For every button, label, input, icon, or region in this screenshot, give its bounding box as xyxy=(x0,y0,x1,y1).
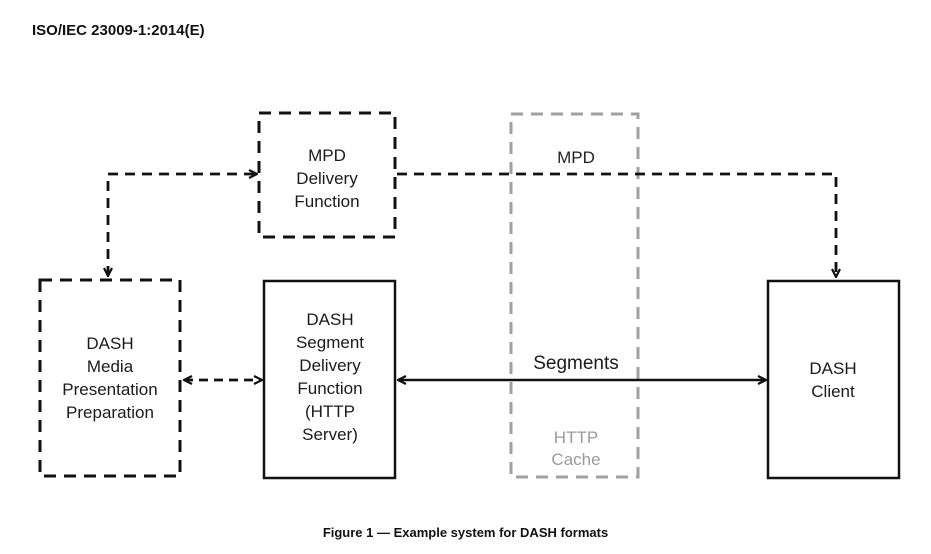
dash-client-label-2: Client xyxy=(811,382,855,401)
media-prep-label-3: Presentation xyxy=(62,380,157,399)
edge-mpd-to-client xyxy=(397,172,836,277)
http-cache-label-1: HTTP xyxy=(554,428,598,447)
media-prep-box xyxy=(38,278,182,478)
segment-delivery-label-4: Function xyxy=(297,379,362,398)
segments-label: Segments xyxy=(533,353,619,374)
figure-caption: Figure 1 — Example system for DASH forma… xyxy=(322,525,609,540)
segment-delivery-label-2: Segment xyxy=(296,333,364,352)
segments-label-bg xyxy=(522,352,628,374)
segment-delivery-label-1: DASH xyxy=(306,310,353,329)
mpd-delivery-label-2: Delivery xyxy=(296,169,358,188)
dash-client-box xyxy=(766,279,901,480)
http-cache-box xyxy=(509,112,640,479)
http-cache-mpd-label: MPD xyxy=(557,148,595,167)
mpd-delivery-label-1: MPD xyxy=(308,146,346,165)
segment-delivery-label-5: (HTTP xyxy=(305,402,355,421)
media-prep-label-4: Preparation xyxy=(66,403,154,422)
edge-prep-to-mpd xyxy=(108,174,257,276)
document-header: ISO/IEC 23009-1:2014(E) xyxy=(32,22,205,39)
segment-delivery-label-3: Delivery xyxy=(299,356,361,375)
http-cache-label-2: Cache xyxy=(551,450,600,469)
media-prep-label-1: DASH xyxy=(86,334,133,353)
segment-delivery-label-6: Server) xyxy=(302,425,358,444)
dash-system-diagram: MPD HTTP Cache MPD Delivery Function DAS… xyxy=(38,111,901,480)
mpd-delivery-label-3: Function xyxy=(294,192,359,211)
media-prep-label-2: Media xyxy=(87,357,134,376)
dash-client-label-1: DASH xyxy=(809,359,856,378)
mpd-delivery-box xyxy=(257,111,397,239)
segment-delivery-box xyxy=(262,279,397,480)
